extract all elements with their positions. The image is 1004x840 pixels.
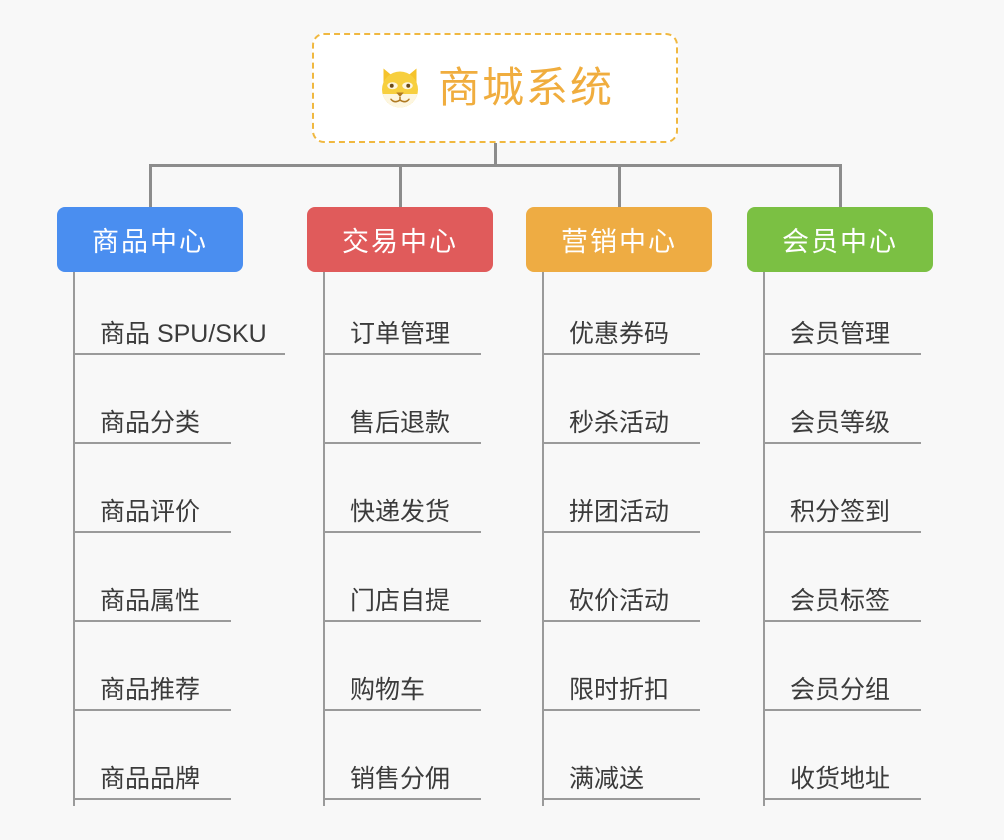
- leaf-label: 商品品牌: [73, 765, 231, 800]
- branch-header-label: 会员中心: [782, 227, 898, 257]
- connector-drop-member-center: [839, 164, 842, 209]
- leaf-item[interactable]: 收货地址: [763, 717, 993, 806]
- leaf-label: 优惠券码: [542, 320, 700, 355]
- branch-spine-marketing-center: [542, 272, 544, 806]
- branch-header-product-center[interactable]: 商品中心: [57, 207, 243, 272]
- leaf-item[interactable]: 限时折扣: [542, 628, 772, 717]
- leaf-label: 秒杀活动: [542, 409, 700, 444]
- connector-drop-product-center: [149, 164, 152, 209]
- leaf-label: 商品推荐: [73, 676, 231, 711]
- branch-header-label: 交易中心: [342, 227, 458, 257]
- leaf-label: 会员等级: [763, 409, 921, 444]
- connector-horizontal-bus: [149, 164, 842, 167]
- leaf-list-member-center: 会员管理 会员等级 积分签到 会员标签 会员分组 收货地址: [763, 272, 993, 806]
- connector-drop-marketing-center: [618, 164, 621, 209]
- leaf-list-trade-center: 订单管理 售后退款 快递发货 门店自提 购物车 销售分佣: [323, 272, 553, 806]
- leaf-label: 商品 SPU/SKU: [73, 320, 285, 355]
- leaf-label: 购物车: [323, 676, 481, 711]
- leaf-label: 售后退款: [323, 409, 481, 444]
- leaf-item[interactable]: 优惠券码: [542, 272, 772, 361]
- leaf-label: 积分签到: [763, 498, 921, 533]
- leaf-list-marketing-center: 优惠券码 秒杀活动 拼团活动 砍价活动 限时折扣 满减送: [542, 272, 772, 806]
- connector-root-stem: [494, 143, 497, 167]
- branch-header-member-center[interactable]: 会员中心: [747, 207, 933, 272]
- leaf-list-product-center: 商品 SPU/SKU 商品分类 商品评价 商品属性 商品推荐 商品品牌: [73, 272, 303, 806]
- leaf-label: 拼团活动: [542, 498, 700, 533]
- leaf-item[interactable]: 商品 SPU/SKU: [73, 272, 303, 361]
- leaf-item[interactable]: 商品分类: [73, 361, 303, 450]
- leaf-item[interactable]: 会员管理: [763, 272, 993, 361]
- leaf-label: 商品分类: [73, 409, 231, 444]
- leaf-label: 销售分佣: [323, 765, 481, 800]
- leaf-item[interactable]: 商品评价: [73, 450, 303, 539]
- branch-header-marketing-center[interactable]: 营销中心: [526, 207, 712, 272]
- leaf-label: 满减送: [542, 765, 700, 800]
- leaf-label: 会员管理: [763, 320, 921, 355]
- leaf-label: 门店自提: [323, 587, 481, 622]
- leaf-label: 限时折扣: [542, 676, 700, 711]
- leaf-item[interactable]: 会员等级: [763, 361, 993, 450]
- leaf-label: 会员分组: [763, 676, 921, 711]
- leaf-item[interactable]: 快递发货: [323, 450, 553, 539]
- branch-header-trade-center[interactable]: 交易中心: [307, 207, 493, 272]
- leaf-label: 快递发货: [323, 498, 481, 533]
- branch-spine-member-center: [763, 272, 765, 806]
- leaf-label: 订单管理: [323, 320, 481, 355]
- leaf-item[interactable]: 砍价活动: [542, 539, 772, 628]
- leaf-item[interactable]: 会员标签: [763, 539, 993, 628]
- branch-header-label: 商品中心: [92, 227, 208, 257]
- leaf-item[interactable]: 门店自提: [323, 539, 553, 628]
- connector-drop-trade-center: [399, 164, 402, 209]
- root-node[interactable]: 商城系统: [312, 33, 678, 143]
- leaf-item[interactable]: 购物车: [323, 628, 553, 717]
- leaf-item[interactable]: 会员分组: [763, 628, 993, 717]
- branch-spine-product-center: [73, 272, 75, 806]
- leaf-item[interactable]: 秒杀活动: [542, 361, 772, 450]
- leaf-item[interactable]: 商品品牌: [73, 717, 303, 806]
- leaf-item[interactable]: 售后退款: [323, 361, 553, 450]
- leaf-item[interactable]: 商品推荐: [73, 628, 303, 717]
- shiba-dog-face-icon: [381, 68, 418, 108]
- leaf-item[interactable]: 销售分佣: [323, 717, 553, 806]
- branch-header-label: 营销中心: [561, 227, 677, 257]
- leaf-item[interactable]: 积分签到: [763, 450, 993, 539]
- leaf-item[interactable]: 商品属性: [73, 539, 303, 628]
- leaf-label: 会员标签: [763, 587, 921, 622]
- leaf-label: 收货地址: [763, 765, 921, 800]
- leaf-label: 商品属性: [73, 587, 231, 622]
- leaf-label: 砍价活动: [542, 587, 700, 622]
- branch-spine-trade-center: [323, 272, 325, 806]
- root-title: 商城系统: [437, 64, 614, 111]
- leaf-item[interactable]: 满减送: [542, 717, 772, 806]
- leaf-item[interactable]: 订单管理: [323, 272, 553, 361]
- leaf-item[interactable]: 拼团活动: [542, 450, 772, 539]
- leaf-label: 商品评价: [73, 498, 231, 533]
